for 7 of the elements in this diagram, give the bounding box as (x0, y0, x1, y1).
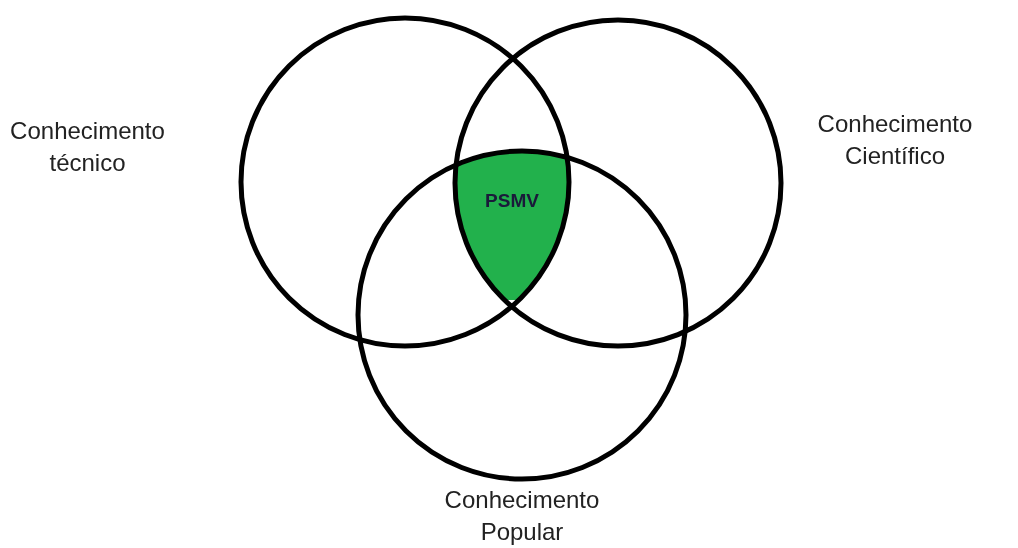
set-circle (452, 17, 784, 349)
set-circle (238, 15, 572, 349)
set-label: Conhecimento Popular (443, 485, 601, 547)
set-circle (355, 148, 689, 482)
set-label: Conhecimento Científico (816, 109, 974, 171)
set-label: Conhecimento técnico (9, 116, 166, 178)
region-label: PSMV (484, 190, 540, 212)
